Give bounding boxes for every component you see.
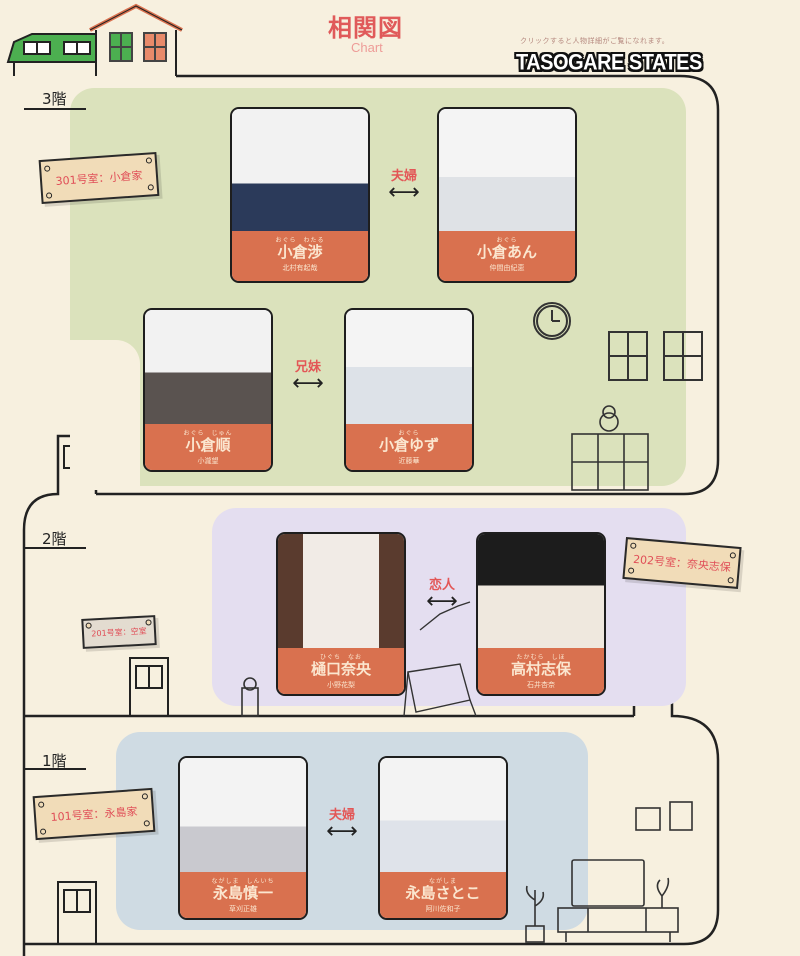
character-name: 小倉ゆず: [378, 436, 439, 454]
nameplate: おぐら 小倉ゆず 近藤華: [346, 424, 472, 470]
nameplate: おぐら 小倉あん 仲間由紀恵: [439, 231, 575, 281]
character-card-higuchi-nao[interactable]: ひぐち なお 樋口奈央 小野花梨: [276, 532, 406, 696]
character-card-nagashima-shinichi[interactable]: ながしま しんいち 永島慎一 草刈正雄: [178, 756, 308, 920]
character-name: 永島さとこ: [405, 884, 481, 902]
relation-label: 恋人: [428, 578, 455, 593]
page-title: 相関図: [328, 14, 403, 42]
relation-label: 兄妹: [294, 360, 321, 375]
nameplate: たかむら しほ 高村志保 石井杏奈: [478, 648, 604, 694]
character-name: 永島慎一: [212, 884, 273, 902]
click-hint: クリックすると人物詳細がご覧になれます。: [520, 37, 670, 45]
name-ruby: ながしま: [428, 878, 457, 885]
actor-name: 仲間由紀恵: [489, 264, 525, 272]
actor-name: 小瀧望: [197, 457, 219, 465]
character-card-takamura-shiho[interactable]: たかむら しほ 高村志保 石井杏奈: [476, 532, 606, 696]
double-arrow-icon: ⟷: [388, 180, 420, 205]
double-arrow-icon: ⟷: [292, 371, 324, 396]
name-ruby: ながしま しんいち: [211, 878, 275, 885]
screw-icon: [45, 192, 53, 199]
actor-name: 小野花梨: [327, 681, 355, 689]
nameplate: おぐら じゅん 小倉順 小瀧望: [145, 424, 271, 470]
relation-married-ogura: 夫婦 ⟷: [374, 165, 434, 205]
actor-name: 阿川佐和子: [425, 905, 461, 913]
floor-label-2: 2階: [42, 530, 67, 548]
name-ruby: おぐら じゅん: [183, 430, 233, 437]
double-arrow-icon: ⟷: [326, 819, 358, 844]
name-ruby: おぐら: [496, 237, 518, 244]
name-ruby: おぐら: [398, 430, 420, 437]
nameplate: ながしま しんいち 永島慎一 草刈正雄: [180, 872, 306, 918]
screw-icon: [143, 820, 150, 827]
portrait-photo: [232, 109, 368, 233]
floor3-zone-cutout: [70, 340, 140, 490]
character-card-ogura-an[interactable]: おぐら 小倉あん 仲間由紀恵: [437, 107, 577, 283]
screw-icon: [44, 165, 51, 172]
actor-name: 石井杏奈: [527, 681, 555, 689]
room-plate-text: 202号室：奈央志保: [632, 552, 732, 575]
room-plate-text: 301号室：小倉家: [55, 168, 143, 189]
floor-label-1: 1階: [42, 752, 67, 770]
screw-icon: [727, 577, 734, 584]
brand-logo: TASOGARE STATES: [516, 50, 702, 76]
name-ruby: ひぐち なお: [319, 654, 362, 661]
character-name: 小倉あん: [476, 243, 537, 261]
floor-divider: [24, 768, 86, 770]
portrait-photo: [478, 534, 604, 648]
screw-icon: [147, 184, 154, 191]
portrait-photo: [346, 310, 472, 424]
screw-icon: [627, 567, 635, 574]
page-subtitle: Chart: [351, 40, 383, 55]
double-arrow-icon: ⟷: [426, 589, 458, 614]
character-name: 小倉渉: [277, 243, 323, 261]
room-plate-301: 301号室：小倉家: [38, 151, 160, 205]
actor-name: 北村有起哉: [282, 264, 318, 272]
floor-divider: [24, 547, 86, 549]
portrait-photo: [439, 109, 575, 233]
character-card-ogura-yuzu[interactable]: おぐら 小倉ゆず 近藤華: [344, 308, 474, 472]
relation-label: 夫婦: [328, 808, 355, 823]
character-name: 樋口奈央: [310, 660, 371, 678]
portrait-photo: [180, 758, 306, 872]
name-ruby: おぐら わたる: [275, 237, 325, 244]
room-plate-201: 201号室：空室: [81, 615, 157, 649]
name-ruby: たかむら しほ: [516, 654, 566, 661]
portrait-photo: [278, 534, 404, 648]
room-plate-text: 101号室：永島家: [50, 804, 138, 825]
house-roof-icon: [6, 3, 183, 76]
screw-icon: [630, 542, 637, 549]
character-card-ogura-wataru[interactable]: おぐら わたる 小倉渉 北村有起哉: [230, 107, 370, 283]
portrait-photo: [380, 758, 506, 872]
room-plate-text: 201号室：空室: [91, 626, 147, 638]
screw-icon: [145, 157, 153, 164]
relation-siblings: 兄妹 ⟷: [277, 356, 339, 396]
screw-icon: [145, 619, 152, 626]
screw-icon: [39, 828, 47, 835]
actor-name: 草刈正雄: [229, 905, 257, 913]
relation-lovers: 恋人 ⟷: [410, 574, 474, 614]
character-card-ogura-jun[interactable]: おぐら じゅん 小倉順 小瀧望: [143, 308, 273, 472]
character-name: 小倉順: [185, 436, 231, 454]
character-name: 高村志保: [510, 660, 571, 678]
screw-icon: [729, 552, 737, 559]
character-card-nagashima-satoko[interactable]: ながしま 永島さとこ 阿川佐和子: [378, 756, 508, 920]
relation-label: 夫婦: [390, 169, 417, 184]
actor-name: 近藤華: [398, 457, 420, 465]
nameplate: おぐら わたる 小倉渉 北村有起哉: [232, 231, 368, 281]
nameplate: ながしま 永島さとこ 阿川佐和子: [380, 872, 506, 918]
floor-divider: [24, 108, 86, 110]
relation-married-nagashima: 夫婦 ⟷: [310, 804, 374, 844]
room-plate-101: 101号室：永島家: [32, 787, 156, 841]
portrait-photo: [145, 310, 271, 424]
nameplate: ひぐち なお 樋口奈央 小野花梨: [278, 648, 404, 694]
screw-icon: [141, 793, 149, 800]
floor-label-3: 3階: [42, 90, 67, 108]
screw-icon: [38, 801, 45, 808]
